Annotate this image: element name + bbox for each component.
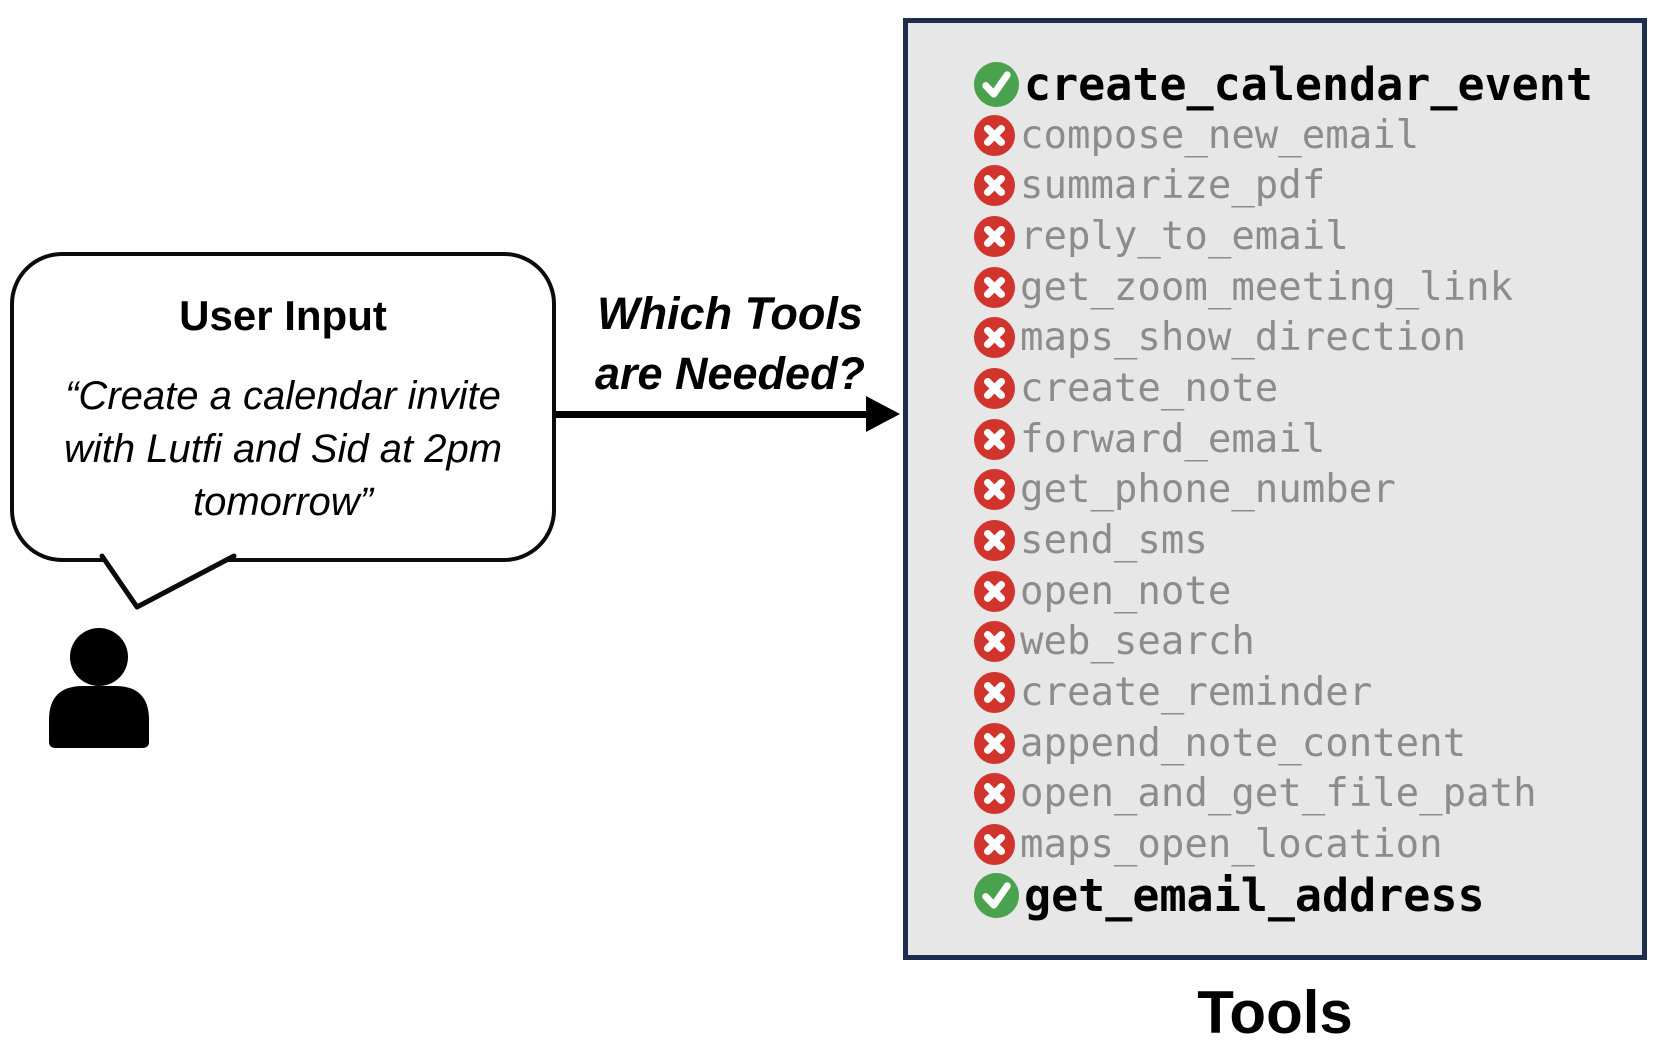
- check-icon: [974, 61, 1019, 107]
- tool-item: maps_show_direction: [974, 312, 1642, 363]
- tool-name-label: compose_new_email: [1020, 112, 1420, 158]
- tools-panel: create_calendar_event compose_new_email …: [903, 18, 1647, 960]
- user-person-icon: [49, 628, 149, 748]
- tool-item: reply_to_email: [974, 211, 1642, 262]
- tool-item: summarize_pdf: [974, 160, 1642, 211]
- tool-item: create_note: [974, 363, 1642, 414]
- cross-icon: [974, 520, 1015, 562]
- cross-icon: [974, 570, 1015, 612]
- check-icon: [974, 872, 1019, 918]
- tool-item: create_reminder: [974, 667, 1642, 718]
- user-input-speech-bubble: User Input “Create a calendar invite wit…: [10, 252, 556, 562]
- cross-icon: [974, 773, 1015, 815]
- tool-name-label: get_zoom_meeting_link: [1020, 264, 1514, 310]
- tool-item: open_note: [974, 566, 1642, 617]
- tool-item: maps_open_location: [974, 819, 1642, 870]
- tool-name-label: append_note_content: [1020, 720, 1467, 766]
- tool-item: append_note_content: [974, 718, 1642, 769]
- cross-icon: [974, 469, 1015, 511]
- speech-bubble-title: User Input: [179, 292, 387, 339]
- tool-name-label: get_phone_number: [1020, 467, 1396, 513]
- arrow-label-line: Which Tools: [597, 288, 863, 339]
- tool-name-label: send_sms: [1020, 518, 1208, 564]
- tool-item: compose_new_email: [974, 110, 1642, 161]
- cross-icon: [974, 621, 1015, 663]
- arrow-label-line: are Needed?: [594, 348, 866, 399]
- tool-name-label: create_calendar_event: [1024, 57, 1593, 111]
- tool-name-label: create_note: [1020, 365, 1279, 411]
- tool-name-label: open_note: [1020, 568, 1232, 614]
- tool-name-label: create_reminder: [1020, 670, 1373, 716]
- tool-item: get_zoom_meeting_link: [974, 262, 1642, 313]
- tools-panel-caption: Tools: [1197, 979, 1353, 1046]
- tool-name-label: maps_show_direction: [1020, 315, 1467, 361]
- tool-item: get_email_address: [974, 868, 1642, 922]
- tools-list: create_calendar_event compose_new_email …: [974, 57, 1642, 922]
- speech-bubble-quote-line: tomorrow”: [192, 480, 374, 524]
- tool-name-label: maps_open_location: [1020, 822, 1443, 868]
- tool-item: forward_email: [974, 414, 1642, 465]
- arrow-label: Which Tools are Needed?: [540, 284, 920, 404]
- tool-item: web_search: [974, 617, 1642, 668]
- tool-name-label: reply_to_email: [1020, 213, 1349, 259]
- arrow-line: [556, 411, 868, 418]
- cross-icon: [974, 672, 1015, 714]
- speech-bubble-tail: [99, 553, 237, 610]
- tool-name-label: open_and_get_file_path: [1020, 771, 1537, 817]
- tool-name-label: web_search: [1020, 619, 1255, 665]
- cross-icon: [974, 824, 1015, 866]
- cross-icon: [974, 317, 1015, 359]
- tool-name-label: get_email_address: [1024, 868, 1485, 922]
- cross-icon: [974, 722, 1015, 764]
- speech-bubble-quote-line: “Create a calendar invite: [65, 374, 501, 418]
- tool-name-label: summarize_pdf: [1020, 163, 1326, 209]
- cross-icon: [974, 367, 1015, 409]
- arrow-head: [866, 396, 900, 432]
- tool-item: open_and_get_file_path: [974, 769, 1642, 820]
- cross-icon: [974, 215, 1015, 257]
- cross-icon: [974, 114, 1015, 156]
- tool-item: get_phone_number: [974, 465, 1642, 516]
- speech-bubble-quote: “Create a calendar invite with Lutfi and…: [14, 370, 552, 529]
- speech-bubble-quote-line: with Lutfi and Sid at 2pm: [63, 427, 503, 471]
- cross-icon: [974, 266, 1015, 308]
- cross-icon: [974, 165, 1015, 207]
- tool-name-label: forward_email: [1020, 416, 1326, 462]
- tool-item: create_calendar_event: [974, 57, 1642, 111]
- cross-icon: [974, 418, 1015, 460]
- tool-item: send_sms: [974, 515, 1642, 566]
